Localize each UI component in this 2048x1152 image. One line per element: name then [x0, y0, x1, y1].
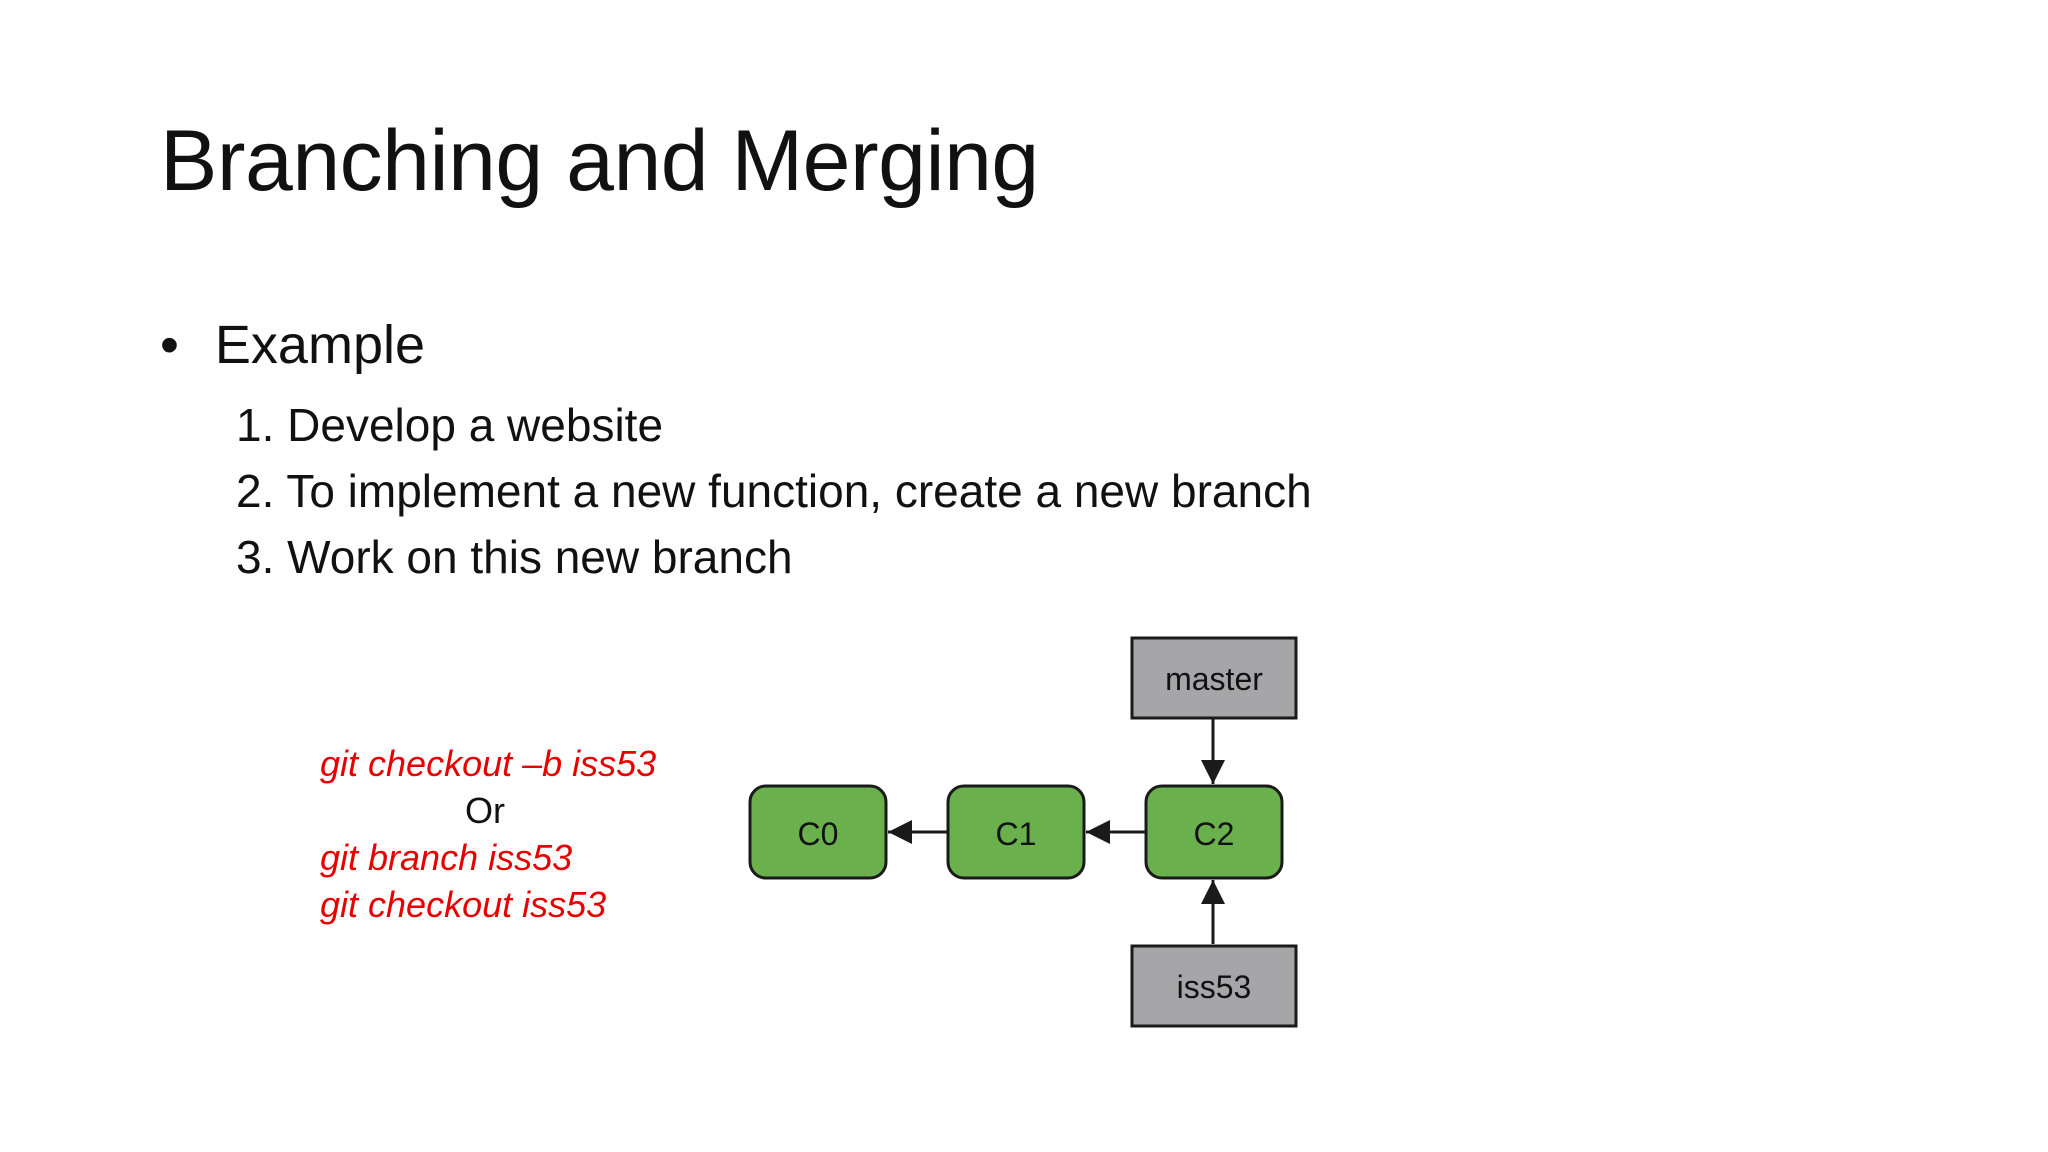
command-branch: git branch iss53 — [320, 837, 573, 878]
command-checkout-b: git checkout –b iss53 — [320, 743, 657, 784]
commit-c1-label: C1 — [996, 816, 1037, 852]
command-block: git checkout –b iss53 Or git branch iss5… — [320, 740, 656, 928]
bullet-label: Example — [214, 315, 425, 375]
steps-list: 1. Develop a website 2. To implement a n… — [236, 392, 1312, 590]
commit-c2-label: C2 — [1194, 816, 1235, 852]
command-checkout: git checkout iss53 — [320, 884, 607, 925]
slide-title: Branching and Merging — [160, 113, 1039, 209]
ref-iss53: iss53 — [1130, 944, 1298, 1028]
command-or: Or — [465, 790, 505, 831]
bullet-example: • Example — [160, 318, 425, 372]
commit-c2: C2 — [1144, 784, 1284, 880]
commit-c0-label: C0 — [798, 816, 839, 852]
ref-master-label: master — [1165, 661, 1263, 697]
step-item: 3. Work on this new branch — [236, 531, 793, 583]
ref-iss53-label: iss53 — [1177, 969, 1252, 1005]
step-item: 1. Develop a website — [236, 399, 664, 451]
step-item: 2. To implement a new function, create a… — [236, 465, 1312, 517]
commit-c0: C0 — [748, 784, 888, 880]
bullet-dot: • — [160, 315, 179, 375]
ref-master: master — [1130, 636, 1298, 720]
commit-c1: C1 — [946, 784, 1086, 880]
